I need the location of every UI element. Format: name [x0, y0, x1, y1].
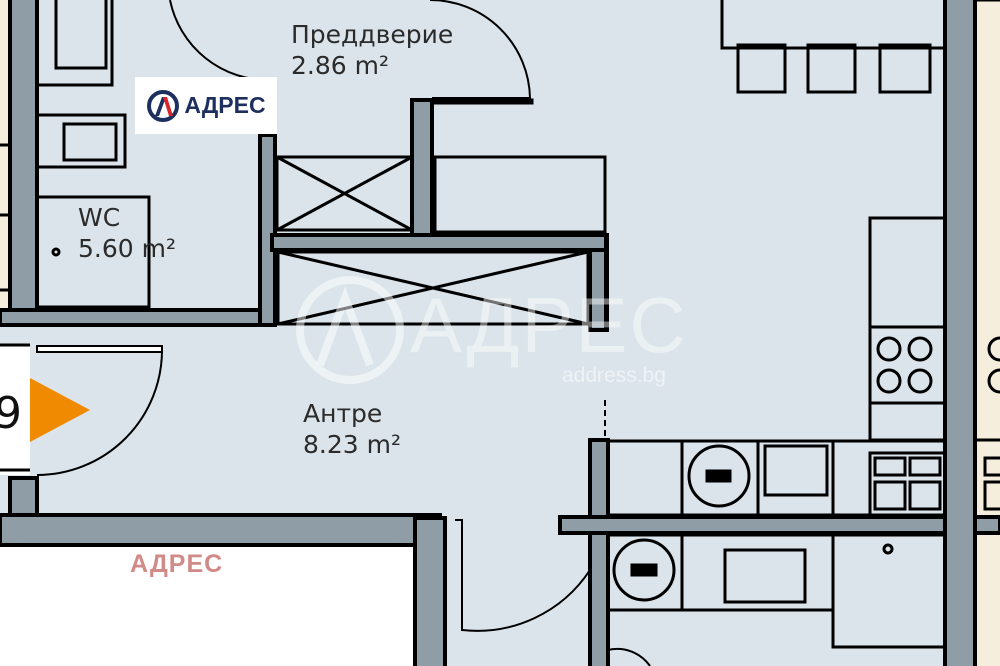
unit-number: 9 [0, 388, 22, 439]
outside-left [0, 0, 10, 320]
room-label-antre: Антре 8.23 m² [303, 398, 401, 460]
closets [275, 98, 607, 326]
room-name: Антре [303, 399, 383, 428]
room-area: 2.86 m² [291, 51, 389, 80]
outside-right [975, 0, 1000, 666]
room-label-predverie: Преддверие 2.86 m² [291, 19, 453, 81]
kitchen [606, 0, 1000, 649]
watermark-url: address.bg [562, 364, 666, 387]
watermark-text: АДРЕС [410, 281, 688, 369]
bottom-brand-label: АДРЕС [130, 550, 224, 578]
room-name: WC [78, 203, 121, 232]
outside-entry [0, 345, 30, 475]
room-label-wc: WC 5.60 m² [78, 202, 176, 264]
logo-text: АДРЕС [184, 92, 266, 118]
brand-logo: АДРЕС [135, 77, 277, 134]
doors [36, 0, 651, 666]
logo-icon [147, 89, 180, 122]
entrance-arrow-icon [30, 378, 90, 442]
room-area: 5.60 m² [78, 234, 176, 263]
room-area: 8.23 m² [303, 430, 401, 459]
outside-bottom [0, 545, 415, 666]
watermark-logo-icon [296, 276, 404, 384]
room-name: Преддверие [291, 20, 454, 49]
